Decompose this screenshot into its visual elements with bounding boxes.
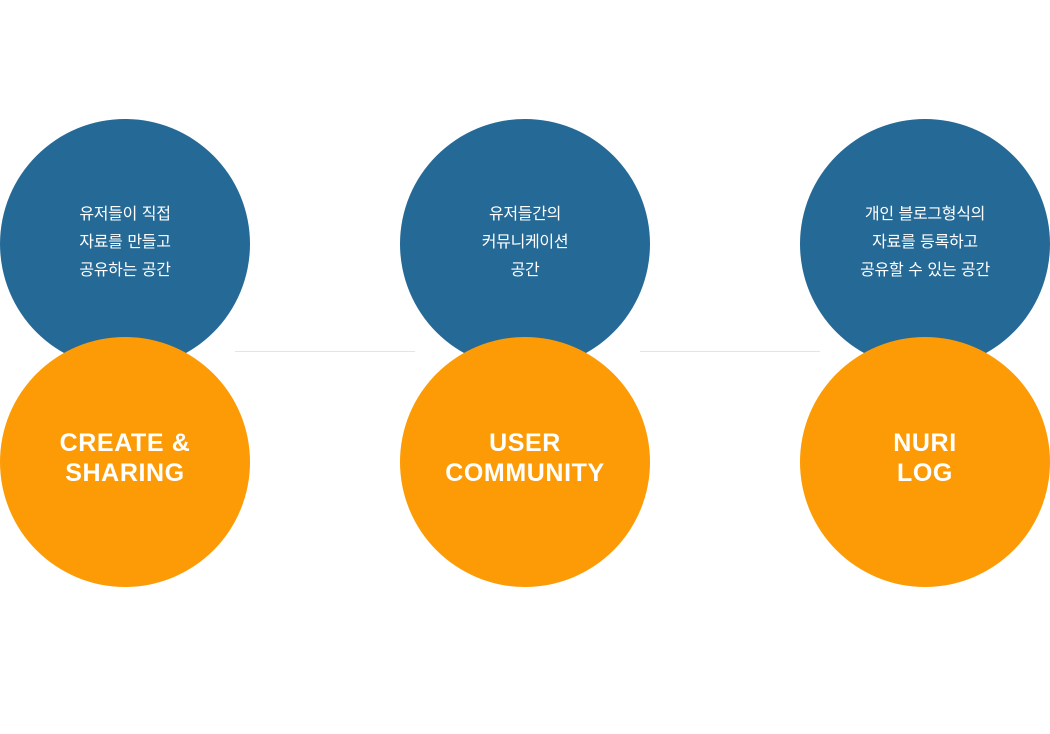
title-text: CREATE & SHARING bbox=[60, 428, 191, 488]
description-line: 공유할 수 있는 공간 bbox=[860, 260, 990, 279]
description-circle: 유저들이 직접 자료를 만들고 공유하는 공간 bbox=[0, 119, 250, 369]
title-line: LOG bbox=[897, 459, 953, 487]
description-line: 자료를 만들고 bbox=[79, 232, 171, 251]
title-line: SHARING bbox=[65, 459, 185, 487]
title-line: NURI bbox=[893, 429, 957, 457]
connector-line-2 bbox=[640, 351, 820, 352]
description-text: 개인 블로그형식의 자료를 등록하고 공유할 수 있는 공간 bbox=[860, 200, 990, 284]
description-line: 자료를 등록하고 bbox=[872, 232, 978, 251]
title-circle[interactable]: USER COMMUNITY bbox=[400, 337, 650, 587]
description-line: 유저들간의 bbox=[488, 204, 562, 223]
feature-nuri-log[interactable]: 개인 블로그형식의 자료를 등록하고 공유할 수 있는 공간 NURI LOG bbox=[800, 119, 1050, 587]
title-circle[interactable]: CREATE & SHARING bbox=[0, 337, 250, 587]
description-text: 유저들간의 커뮤니케이션 공간 bbox=[482, 200, 569, 284]
description-line: 유저들이 직접 bbox=[79, 204, 171, 223]
description-circle: 개인 블로그형식의 자료를 등록하고 공유할 수 있는 공간 bbox=[800, 119, 1050, 369]
title-line: USER bbox=[489, 429, 561, 457]
title-circle[interactable]: NURI LOG bbox=[800, 337, 1050, 587]
description-text: 유저들이 직접 자료를 만들고 공유하는 공간 bbox=[79, 200, 171, 284]
feature-user-community[interactable]: 유저들간의 커뮤니케이션 공간 USER COMMUNITY bbox=[400, 119, 650, 587]
description-line: 공간 bbox=[510, 260, 540, 279]
connector-line-1 bbox=[235, 351, 415, 352]
title-text: USER COMMUNITY bbox=[445, 428, 605, 488]
description-circle: 유저들간의 커뮤니케이션 공간 bbox=[400, 119, 650, 369]
description-line: 공유하는 공간 bbox=[79, 260, 171, 279]
description-line: 커뮤니케이션 bbox=[481, 232, 569, 251]
description-line: 개인 블로그형식의 bbox=[864, 204, 986, 223]
feature-create-sharing[interactable]: 유저들이 직접 자료를 만들고 공유하는 공간 CREATE & SHARING bbox=[0, 119, 250, 587]
title-line: CREATE & bbox=[59, 429, 191, 457]
title-text: NURI LOG bbox=[893, 428, 957, 488]
title-line: COMMUNITY bbox=[445, 459, 605, 487]
